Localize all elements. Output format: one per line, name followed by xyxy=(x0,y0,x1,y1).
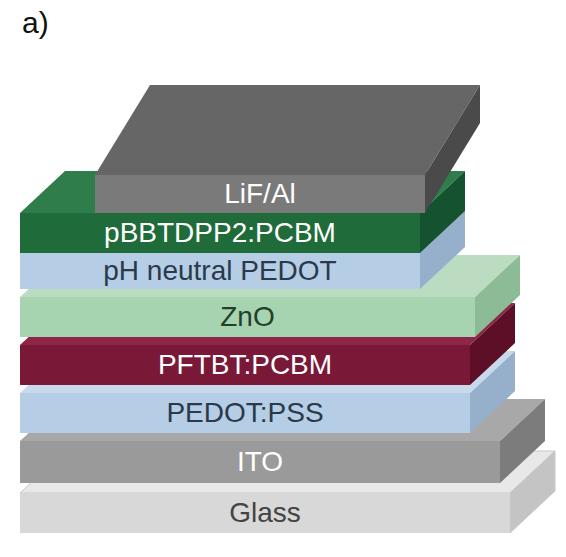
electrode-layer: LiF/Al xyxy=(95,175,425,213)
pbbtdpp2-slab xyxy=(20,171,465,253)
interlayer: pH neutral PEDOT xyxy=(20,253,420,289)
active-layer: PFTBT:PCBM xyxy=(20,345,470,385)
layer-name: pH neutral PEDOT xyxy=(103,257,336,285)
layer-name: Glass xyxy=(229,499,301,527)
neutral-pedot-slab xyxy=(20,211,465,289)
active-layer: pBBTDPP2:PCBM xyxy=(20,213,420,253)
layer-name: pBBTDPP2:PCBM xyxy=(104,219,336,247)
layer-name: PEDOT:PSS xyxy=(166,399,323,427)
interlayer: PEDOT:PSS xyxy=(20,393,470,433)
substrate-layer: Glass xyxy=(20,493,510,533)
electrode-layer: ITO xyxy=(20,441,500,483)
layer-name: LiF/Al xyxy=(224,180,296,208)
layer-name: ZnO xyxy=(220,303,274,331)
layer-name: ITO xyxy=(237,448,283,476)
layer-name: PFTBT:PCBM xyxy=(158,351,332,379)
interlayer: ZnO xyxy=(20,297,475,337)
lifal-slab xyxy=(95,85,480,213)
panel-label: a) xyxy=(22,6,49,40)
